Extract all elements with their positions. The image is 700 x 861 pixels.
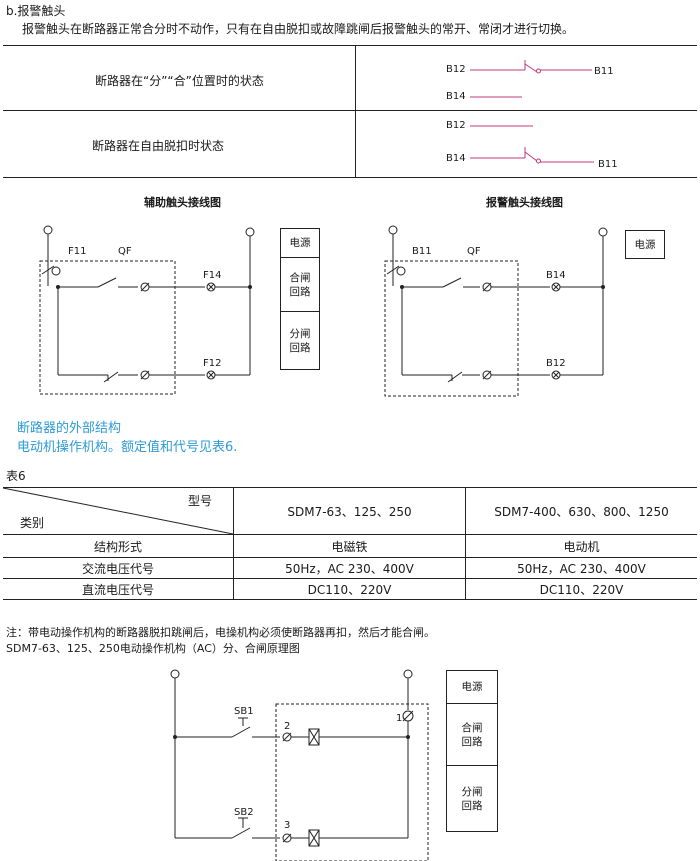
table6-header-model: 型号: [188, 494, 213, 508]
state-row1-top-right: B11: [594, 66, 614, 77]
motor-label-2: 2: [284, 721, 291, 732]
alarm-breaker-dashed-box: [384, 260, 519, 397]
table6-header-category: 类别: [20, 516, 45, 530]
aux-label-f12: F12: [203, 358, 222, 369]
aux-f11-terminal: [51, 266, 61, 276]
external-structure-heading: 断路器的外部结构: [17, 421, 122, 436]
aux-legend-close-circuit: 合闸 回路: [281, 257, 319, 312]
table6-frame: [2, 487, 697, 600]
motor-legend-open-circuit: 分闸 回路: [447, 765, 497, 832]
table6-row-ac-val2: 50Hz，AC 230、400V: [517, 562, 646, 576]
state-row1-switch: [470, 60, 592, 73]
intro-text: 报警触头在断路器正常合分时不动作，只有在自由脱扣或故障跳闸后报警触头的常开、常闭…: [22, 22, 575, 36]
motor-legend: 电源 合闸 回路 分闸 回路: [446, 670, 498, 832]
table6-row-ac-val1: 50Hz，AC 230、400V: [285, 562, 414, 576]
table6-row-dc-val1: DC110、220V: [307, 583, 392, 597]
state-row2-label: 断路器在自由脱扣时状态: [92, 139, 225, 153]
state-row1-contact: [536, 68, 541, 74]
state-row1-top-left: B12: [446, 64, 466, 75]
state-row2-top-left: B12: [446, 120, 466, 131]
aux-legend: 电源 合闸 回路 分闸 回路: [280, 228, 320, 370]
motor-legend-close-circuit: 合闸 回路: [447, 703, 497, 766]
table6-row-structure-val1: 电磁铁: [331, 540, 368, 554]
motor-label-sb2: SB2: [234, 807, 254, 818]
alarm-label-b11: B11: [412, 246, 432, 257]
motor-mechanism-dashed-box: [275, 703, 429, 861]
aux-legend-power: 电源: [289, 237, 311, 249]
alarm-legend: 电源: [625, 230, 665, 259]
aux-label-f11: F11: [68, 246, 87, 257]
section-heading: b.报警触头: [6, 4, 66, 18]
motor-legend-power: 电源: [461, 681, 483, 693]
state-row1-bottom-left: B14: [446, 91, 466, 102]
motor-label-3: 3: [284, 820, 291, 831]
aux-breaker-dashed-box: [39, 260, 176, 395]
note-line-1: 注：带电动操作机构的断路器脱扣跳闸后，电操机构必须使断路器再扣，然后才能合闸。: [6, 626, 435, 639]
alarm-label-qf: QF: [467, 246, 481, 257]
aux-legend-open-circuit: 分闸 回路: [281, 311, 319, 370]
motor-label-1: 1: [396, 713, 403, 724]
alarm-wiring: [386, 225, 608, 383]
table6-row-structure-label: 结构形式: [93, 540, 142, 554]
note-line-2: SDM7-63、125、250电动操作机构（AC）分、合闸原理图: [6, 642, 300, 655]
motor-label-sb1: SB1: [234, 706, 254, 717]
state-table-frame: [3, 45, 697, 178]
state-row2-bottom-right: B11: [598, 159, 618, 170]
table6-col-2: SDM7-400、630、800、1250: [494, 505, 669, 519]
state-row2-bottom-left: B14: [446, 153, 466, 164]
alarm-legend-power: 电源: [634, 238, 656, 251]
alarm-label-b14: B14: [546, 270, 566, 281]
aux-label-f14: F14: [203, 270, 222, 281]
aux-diagram-title: 辅助触头接线图: [144, 196, 221, 209]
table6-row-structure-val2: 电动机: [563, 540, 600, 554]
table6-col-1: SDM7-63、125、250: [287, 505, 412, 519]
table6-row-dc-val2: DC110、220V: [539, 583, 624, 597]
alarm-diagram-title: 报警触头接线图: [486, 196, 563, 209]
aux-label-qf: QF: [118, 246, 132, 257]
table6-row-ac-label: 交流电压代号: [81, 562, 154, 576]
table6-row-dc-label: 直流电压代号: [81, 583, 154, 597]
state-row2-contact: [536, 158, 541, 164]
aux-wiring: [41, 225, 255, 383]
state-row2-switch: [470, 147, 594, 163]
alarm-label-b12: B12: [546, 358, 566, 369]
motor-mechanism-heading: 电动机操作机构。额定值和代号见表6.: [17, 440, 238, 455]
state-row1-label: 断路器在“分”“合”位置时的状态: [95, 74, 264, 88]
table6-caption: 表6: [6, 469, 26, 483]
motor-wiring: [170, 669, 414, 847]
